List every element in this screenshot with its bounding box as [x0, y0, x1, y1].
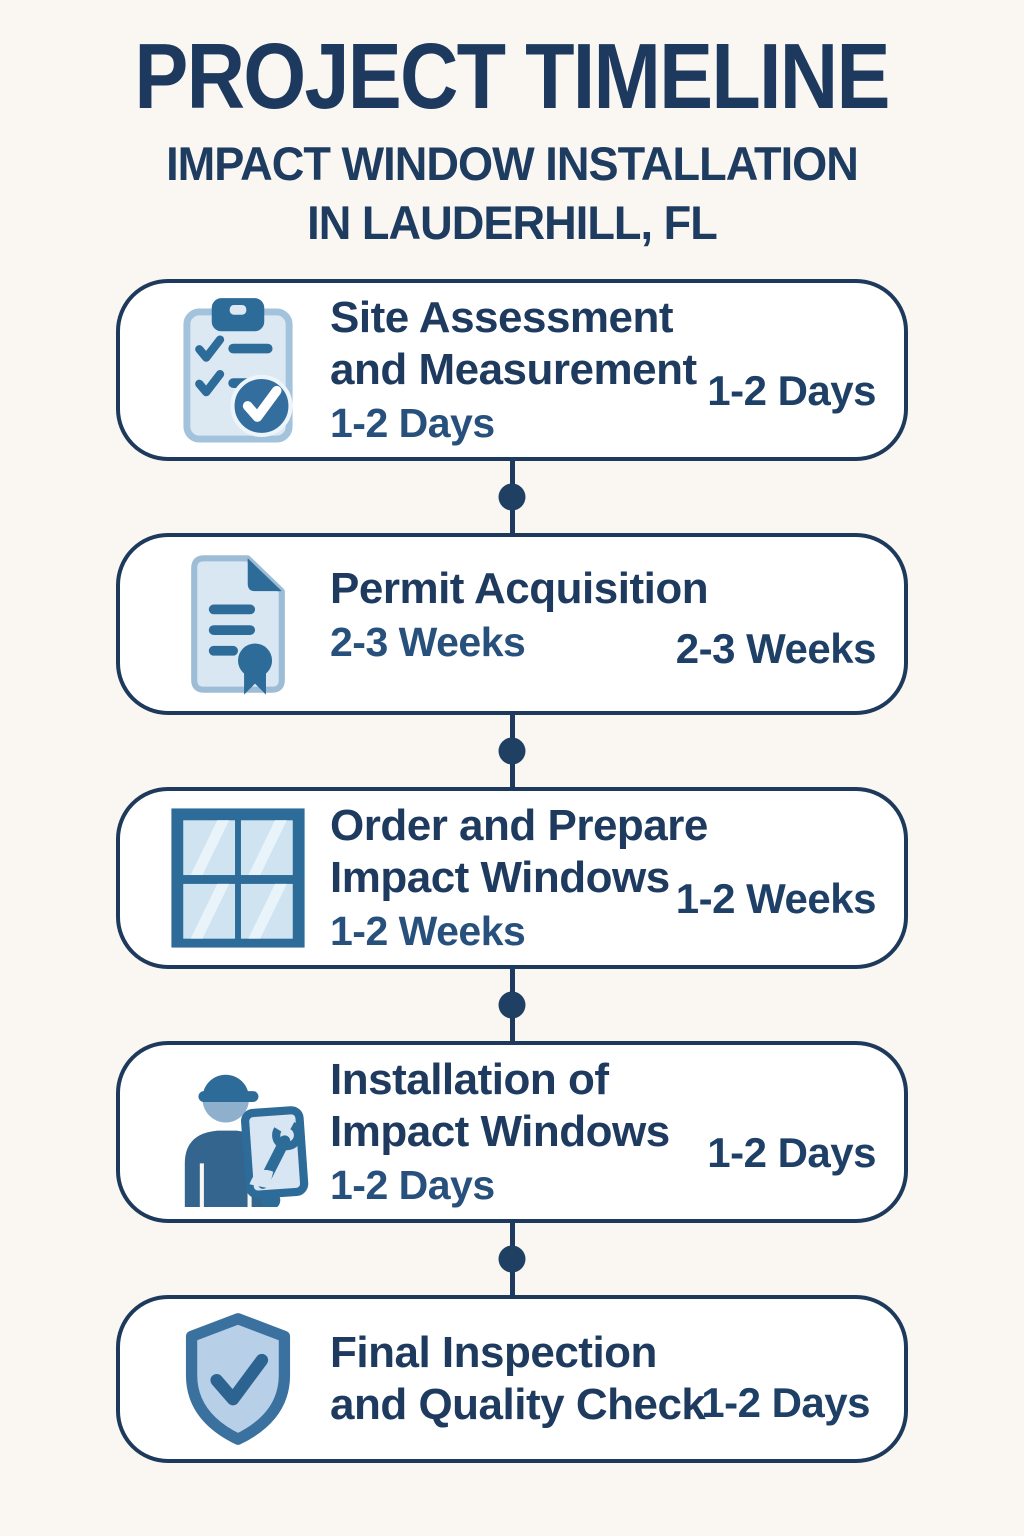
page-header: PROJECT TIMELINE IMPACT WINDOW INSTALLAT… [0, 0, 1024, 253]
step-duration-right: 1-2 Days [707, 1128, 876, 1176]
timeline-card-order-windows: Order and Prepare Impact Windows 1-2 Wee… [116, 786, 908, 969]
step-text: Site Assessment and Measurement 1-2 Days [330, 292, 697, 448]
timeline-card-permit-acquisition: Permit Acquisition 2-3 Weeks 2-3 Weeks [116, 532, 908, 715]
timeline-card-site-assessment: Site Assessment and Measurement 1-2 Days… [116, 278, 908, 461]
step-title: Site Assessment and Measurement [330, 292, 697, 396]
timeline-dot [498, 737, 526, 764]
step-title: Permit Acquisition [330, 563, 709, 615]
installer-worker-icon [162, 1053, 314, 1211]
step-duration-right: 1-2 Days [707, 366, 876, 414]
step-duration-right: 1-2 Weeks [675, 874, 877, 922]
timeline-connector [498, 458, 526, 535]
subtitle-line-1: IMPACT WINDOW INSTALLATION [166, 137, 859, 190]
step-duration: 1-2 Days [330, 400, 495, 447]
timeline-connector [498, 966, 526, 1043]
step-text: Final Inspection and Quality Check [330, 1327, 706, 1431]
step-title-line-2: and Quality Check [330, 1379, 706, 1429]
timeline-connector [498, 712, 526, 789]
page-subtitle: IMPACT WINDOW INSTALLATION IN LAUDERHILL… [20, 135, 1003, 253]
step-title-line-1: Permit Acquisition [330, 563, 709, 613]
step-title: Order and Prepare Impact Windows [330, 800, 708, 904]
shield-check-icon [162, 1300, 314, 1458]
subtitle-line-2: IN LAUDERHILL, FL [307, 195, 718, 249]
step-title: Installation of Impact Windows [330, 1054, 670, 1158]
clipboard-checklist-icon [162, 291, 314, 449]
timeline: Site Assessment and Measurement 1-2 Days… [116, 278, 908, 1463]
timeline-card-installation: Installation of Impact Windows 1-2 Days … [116, 1040, 908, 1223]
step-title-line-2: Impact Windows [330, 852, 670, 902]
timeline-dot [498, 1245, 526, 1272]
timeline-card-final-inspection: Final Inspection and Quality Check 1-2 D… [116, 1294, 908, 1463]
step-title-line-1: Order and Prepare [330, 800, 708, 850]
step-text: Permit Acquisition 2-3 Weeks [330, 563, 709, 667]
step-duration: 1-2 Days [330, 1162, 495, 1209]
timeline-dot [498, 991, 526, 1018]
timeline-connector [498, 1220, 526, 1297]
step-title-line-2: and Measurement [330, 344, 697, 394]
step-title-line-2: Impact Windows [330, 1106, 670, 1156]
step-duration: 1-2 Weeks [330, 908, 526, 955]
impact-window-icon [162, 799, 314, 957]
step-title: Final Inspection and Quality Check [330, 1327, 706, 1431]
step-title-line-1: Installation of [330, 1054, 609, 1104]
step-duration-right: 2-3 Weeks [675, 624, 877, 672]
timeline-dot [498, 483, 526, 510]
step-title-line-1: Final Inspection [330, 1327, 657, 1377]
page-title: PROJECT TIMELINE [134, 24, 891, 128]
step-duration-right: 1-2 Days [701, 1378, 870, 1426]
step-title-line-1: Site Assessment [330, 292, 674, 342]
permit-document-icon [162, 545, 314, 703]
step-text: Order and Prepare Impact Windows 1-2 Wee… [330, 800, 708, 956]
step-duration: 2-3 Weeks [330, 619, 526, 666]
step-text: Installation of Impact Windows 1-2 Days [330, 1054, 670, 1210]
